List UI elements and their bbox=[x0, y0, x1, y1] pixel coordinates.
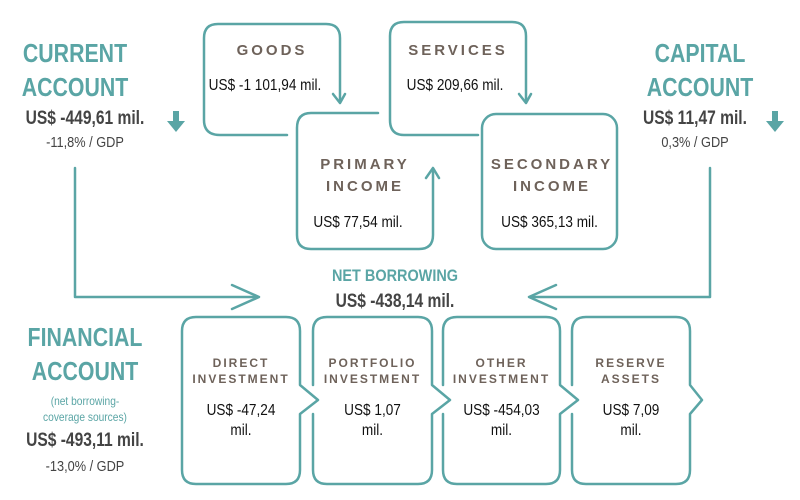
financial-account-note: (net borrowing- coverage sources) bbox=[21, 393, 149, 425]
direct-investment-box bbox=[180, 315, 320, 486]
left-arrow-icon bbox=[527, 283, 558, 311]
goods-box bbox=[202, 22, 342, 137]
capital-account-title: CAPITAL ACCOUNT bbox=[643, 36, 758, 104]
title-line: ACCOUNT bbox=[646, 72, 754, 102]
other-investment: OTHER INVESTMENT US$ -454,03 mil. bbox=[443, 355, 560, 441]
note-line: (net borrowing- bbox=[50, 394, 120, 408]
label-line: DIRECT bbox=[212, 356, 270, 370]
title-line: CAPITAL bbox=[654, 38, 746, 68]
value-line: mil. bbox=[620, 422, 642, 439]
primary-income-value: US$ 77,54 mil. bbox=[313, 214, 403, 231]
value-line: US$ 7,09 bbox=[602, 402, 660, 419]
net-borrowing-value: US$ -438,14 mil. bbox=[335, 291, 455, 312]
other-investment-box bbox=[441, 315, 580, 486]
goods-arrow-icon bbox=[331, 92, 347, 105]
capital-to-net-line bbox=[528, 166, 712, 299]
portfolio-investment-box bbox=[311, 315, 452, 486]
reserve-assets: RESERVE ASSETS US$ 7,09 mil. bbox=[572, 355, 690, 441]
label-line: INVESTMENT bbox=[192, 372, 290, 386]
arrow-down-icon bbox=[167, 111, 185, 133]
net-borrowing-label: NET BORROWING bbox=[331, 266, 459, 285]
secondary-income-label: SECONDARY INCOME bbox=[482, 154, 622, 198]
label-line: SECONDARY bbox=[490, 156, 614, 173]
services-box bbox=[388, 20, 528, 137]
reserve-assets-box bbox=[570, 315, 704, 486]
financial-account-value: US$ -493,11 mil. bbox=[26, 430, 144, 451]
label-line: INVESTMENT bbox=[452, 372, 551, 386]
services-arrow-icon bbox=[517, 92, 533, 105]
title-line: FINANCIAL bbox=[27, 322, 143, 352]
financial-account-title: FINANCIAL ACCOUNT bbox=[24, 320, 147, 388]
primary-income-box bbox=[295, 111, 435, 251]
title-line: CURRENT bbox=[22, 38, 128, 68]
current-to-net-line bbox=[73, 166, 260, 299]
goods-value: US$ -1 101,94 mil. bbox=[208, 77, 322, 94]
label-line: PRIMARY bbox=[320, 156, 410, 173]
right-arrow-icon bbox=[230, 283, 261, 311]
financial-account-gdp: -13,0% / GDP bbox=[45, 458, 125, 475]
current-account-title: CURRENT ACCOUNT bbox=[22, 36, 129, 104]
label-line: INCOME bbox=[513, 178, 591, 195]
primary-arrow-icon bbox=[424, 166, 441, 180]
label-line: PORTFOLIO bbox=[328, 356, 417, 370]
value-line: mil. bbox=[361, 422, 384, 439]
value-line: mil. bbox=[490, 422, 513, 439]
value-line: US$ 1,07 bbox=[344, 402, 401, 419]
label-line: INCOME bbox=[326, 178, 404, 195]
label-line: RESERVE bbox=[595, 356, 667, 370]
value-line: mil. bbox=[230, 422, 252, 439]
title-line: ACCOUNT bbox=[21, 72, 129, 102]
label-line: INVESTMENT bbox=[323, 372, 422, 386]
label-line: OTHER bbox=[475, 356, 528, 370]
arrow-down-icon bbox=[766, 111, 784, 133]
secondary-income-value: US$ 365,13 mil. bbox=[501, 214, 598, 231]
portfolio-investment: PORTFOLIO INVESTMENT US$ 1,07 mil. bbox=[313, 355, 432, 441]
secondary-income-box bbox=[480, 112, 619, 251]
direct-investment: DIRECT INVESTMENT US$ -47,24 mil. bbox=[182, 355, 300, 441]
label-line: ASSETS bbox=[600, 372, 661, 386]
current-account-value: US$ -449,61 mil. bbox=[25, 108, 145, 129]
capital-account-value: US$ 11,47 mil. bbox=[643, 108, 747, 129]
services-label: SERVICES bbox=[408, 42, 508, 59]
note-line: coverage sources) bbox=[43, 410, 127, 424]
goods-label: GOODS bbox=[236, 42, 308, 59]
value-line: US$ -454,03 bbox=[463, 402, 540, 419]
value-line: US$ -47,24 bbox=[206, 402, 276, 419]
primary-income-label: PRIMARY INCOME bbox=[297, 154, 433, 198]
capital-account-gdp: 0,3% / GDP bbox=[661, 134, 729, 151]
title-line: ACCOUNT bbox=[31, 356, 139, 386]
services-value: US$ 209,66 mil. bbox=[406, 77, 504, 94]
current-account-gdp: -11,8% / GDP bbox=[46, 134, 124, 151]
